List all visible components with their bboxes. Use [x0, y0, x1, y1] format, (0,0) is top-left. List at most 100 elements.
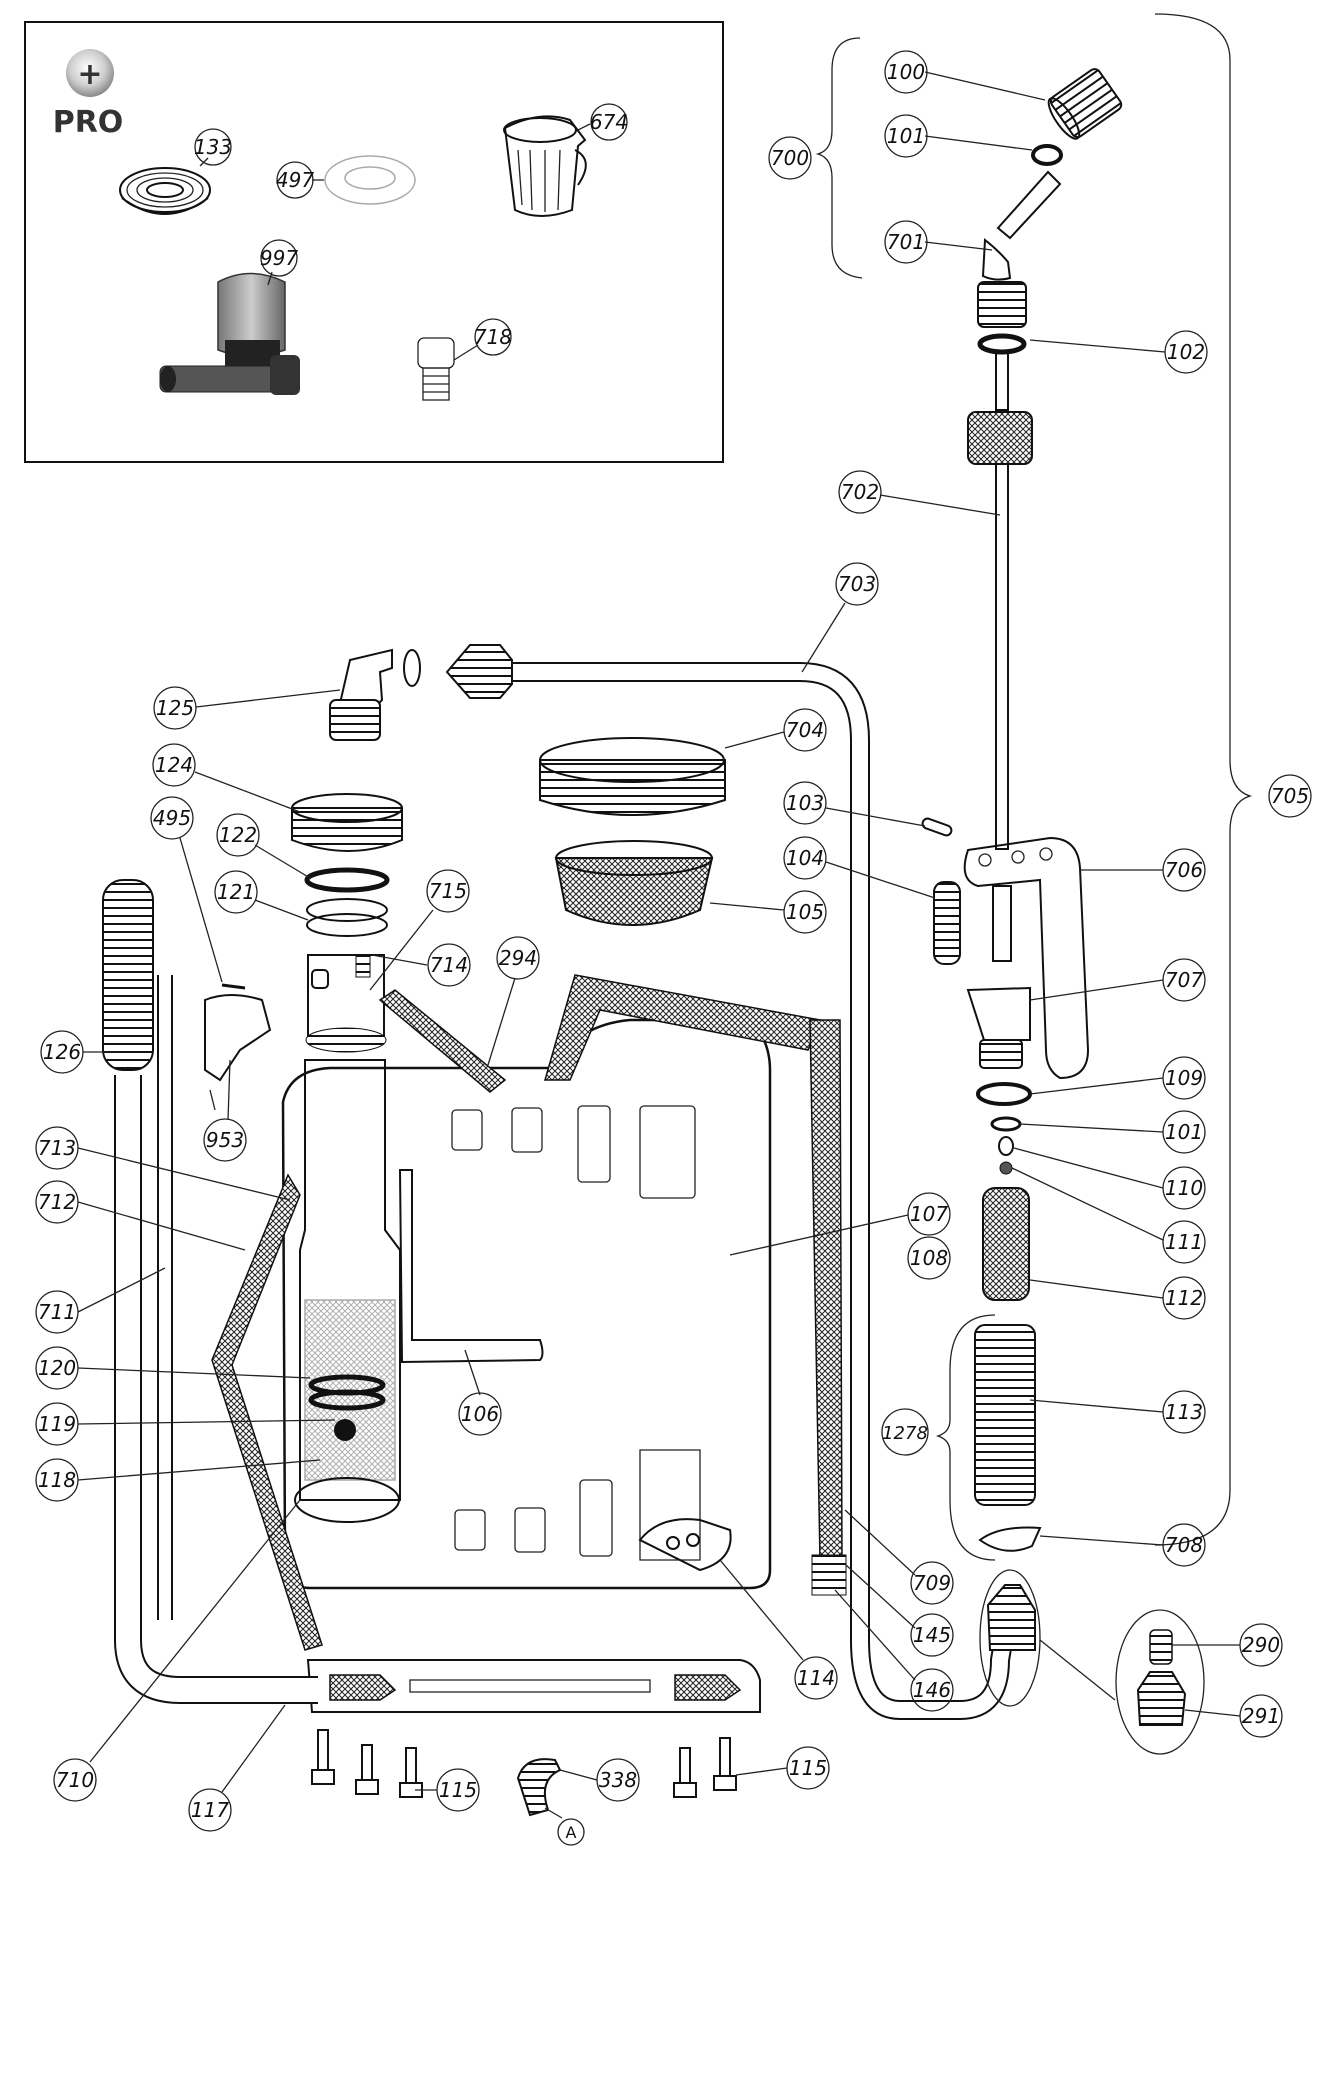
- svg-text:711: 711: [38, 1300, 76, 1324]
- callout-104: 104: [783, 836, 936, 899]
- svg-text:124: 124: [155, 753, 193, 777]
- svg-text:497: 497: [276, 168, 314, 192]
- callout-707: 707: [1029, 958, 1206, 1002]
- callout-705: 705: [1268, 774, 1312, 818]
- callout-701: 701: [884, 220, 993, 264]
- callout-126: 126: [40, 1030, 120, 1074]
- svg-text:703: 703: [838, 572, 876, 596]
- part-497-icon: [324, 155, 416, 205]
- callout-711: 711: [35, 1267, 166, 1334]
- callout-710: 710: [53, 1499, 301, 1802]
- svg-text:111: 111: [1165, 1230, 1203, 1254]
- callout-124: 124: [152, 743, 301, 813]
- callout-713: 713: [35, 1126, 291, 1201]
- callout-125: 125: [153, 686, 341, 730]
- svg-text:104: 104: [786, 846, 824, 870]
- callout-109: 109: [1029, 1056, 1206, 1100]
- callout-495: 495: [150, 796, 223, 983]
- callout-106: 106: [458, 1349, 502, 1436]
- svg-text:107: 107: [910, 1202, 948, 1226]
- callout-706: 706: [1080, 848, 1206, 892]
- svg-text:290: 290: [1242, 1633, 1280, 1657]
- callout-703: 703: [801, 562, 879, 673]
- svg-text:702: 702: [841, 480, 879, 504]
- svg-text:133: 133: [194, 135, 232, 159]
- svg-text:997: 997: [260, 246, 298, 270]
- svg-text:713: 713: [38, 1136, 76, 1160]
- svg-text:106: 106: [461, 1402, 499, 1426]
- callout-110: 110: [1013, 1147, 1206, 1210]
- svg-text:108: 108: [910, 1246, 948, 1270]
- callout-702: 702: [838, 470, 1001, 516]
- callout-112: 112: [1029, 1276, 1206, 1320]
- svg-text:101: 101: [887, 124, 925, 148]
- svg-text:701: 701: [887, 230, 925, 254]
- part-997-valve-icon: [159, 272, 300, 395]
- callout-114: 114: [719, 1559, 838, 1700]
- svg-text:113: 113: [1165, 1400, 1203, 1424]
- callout-120: 120: [35, 1346, 311, 1390]
- svg-text:145: 145: [913, 1623, 951, 1647]
- svg-text:103: 103: [786, 791, 824, 815]
- callout-674: 674: [577, 103, 628, 141]
- callout-497: 497: [276, 161, 324, 199]
- svg-text:A: A: [566, 1823, 577, 1842]
- svg-text:709: 709: [913, 1571, 951, 1595]
- callout-704: 704: [724, 708, 827, 752]
- callout-133: 133: [194, 128, 232, 167]
- callout-115a: 115: [415, 1768, 480, 1812]
- svg-text:715: 715: [429, 879, 467, 903]
- pro-title: PRO: [53, 105, 124, 140]
- svg-text:110: 110: [1165, 1176, 1203, 1200]
- svg-text:115: 115: [789, 1756, 827, 1780]
- svg-text:125: 125: [156, 696, 194, 720]
- callout-A: A: [544, 1807, 585, 1846]
- callout-107: 107: [729, 1192, 951, 1256]
- svg-text:708: 708: [1165, 1533, 1203, 1557]
- callout-997: 997: [260, 239, 298, 286]
- callout-290: 290: [1172, 1623, 1283, 1667]
- pro-accessories-box: + PRO: [24, 21, 724, 463]
- callout-108: 108: [907, 1236, 951, 1280]
- callout-102: 102: [1029, 330, 1208, 374]
- svg-text:700: 700: [771, 146, 809, 170]
- callout-712: 712: [35, 1180, 246, 1251]
- callout-101b: 101: [1019, 1110, 1206, 1154]
- part-718-filter-icon: [417, 337, 455, 401]
- svg-text:109: 109: [1165, 1066, 1203, 1090]
- svg-text:714: 714: [430, 953, 468, 977]
- svg-text:112: 112: [1165, 1286, 1203, 1310]
- svg-text:291: 291: [1242, 1704, 1280, 1728]
- callout-111: 111: [1011, 1167, 1206, 1264]
- callout-103: 103: [783, 781, 926, 827]
- svg-text:705: 705: [1271, 784, 1309, 808]
- callout-118: 118: [35, 1458, 321, 1502]
- callout-715: 715: [369, 869, 470, 991]
- svg-text:1278: 1278: [882, 1423, 928, 1444]
- svg-text:712: 712: [38, 1190, 76, 1214]
- svg-text:495: 495: [153, 806, 191, 830]
- callout-119: 119: [35, 1402, 336, 1446]
- callout-700: 700: [768, 136, 812, 180]
- lance-assembly: [815, 13, 1253, 1561]
- pro-badge-icon: [66, 49, 114, 97]
- svg-text:101: 101: [1165, 1120, 1203, 1144]
- svg-text:105: 105: [786, 900, 824, 924]
- svg-text:117: 117: [191, 1798, 229, 1822]
- callout-146: 146: [834, 1589, 954, 1712]
- svg-text:126: 126: [43, 1040, 81, 1064]
- part-133-icon: [119, 167, 211, 215]
- callout-714: 714: [371, 943, 471, 987]
- callout-117: 117: [188, 1704, 286, 1832]
- svg-text:100: 100: [887, 60, 925, 84]
- svg-text:146: 146: [913, 1678, 951, 1702]
- callout-115b: 115: [735, 1746, 830, 1790]
- callout-1278: 1278: [881, 1408, 929, 1456]
- callout-105: 105: [709, 890, 827, 934]
- callout-101a: 101: [884, 114, 1033, 158]
- callout-291: 291: [1184, 1694, 1283, 1738]
- svg-text:115: 115: [439, 1778, 477, 1802]
- svg-text:120: 120: [38, 1356, 76, 1380]
- callout-113: 113: [1029, 1390, 1206, 1434]
